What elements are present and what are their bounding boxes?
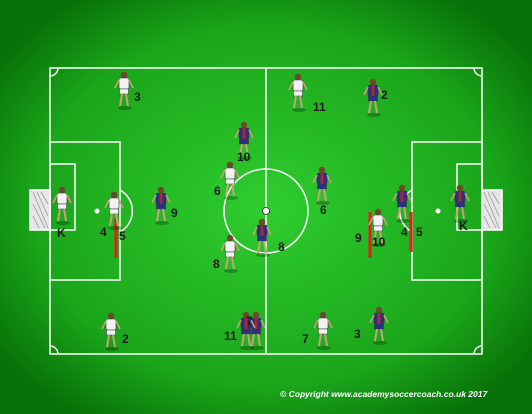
corner-arc-bottom-right (473, 345, 483, 355)
player-white-icon (101, 312, 121, 351)
corner-arc-top-right (473, 67, 483, 77)
player-number-label: 4 (100, 225, 107, 239)
player-blue-icon (312, 166, 332, 205)
player-number-label: 8 (278, 240, 285, 254)
player-number-label: 3 (354, 327, 361, 341)
player-number-label: 11 (224, 329, 237, 343)
player-white-icon (288, 73, 308, 112)
player-blue-icon (450, 184, 470, 223)
player-number-label: 9 (355, 231, 362, 245)
player-number-label: 7 (246, 314, 253, 328)
player-number-label: K (57, 226, 66, 240)
player-number-label: 2 (381, 88, 388, 102)
right-penalty-spot (435, 208, 441, 214)
player-number-label: 2 (122, 332, 129, 346)
player-blue-icon (151, 186, 171, 225)
player-number-label: 3 (134, 90, 141, 104)
player-blue-icon (369, 306, 389, 345)
player-blue-icon (392, 184, 412, 223)
player-white-icon (114, 71, 134, 110)
left-penalty-arc (119, 189, 134, 233)
goal-icon (481, 189, 503, 231)
player-number-label: 10 (237, 150, 251, 164)
player-blue-icon (252, 218, 272, 257)
player-number-label: 10 (372, 235, 386, 249)
player-number-label: 11 (313, 100, 326, 114)
corner-arc-top-left (49, 67, 59, 77)
player-white-icon (220, 234, 240, 273)
goal-icon (29, 189, 51, 231)
corner-arc-bottom-left (49, 345, 59, 355)
player-number-label: K (459, 219, 468, 233)
player-white-icon (368, 208, 388, 247)
player-number-label: 8 (213, 257, 220, 271)
player-white-icon (104, 191, 124, 230)
player-number-label: 6 (214, 184, 221, 198)
player-number-label: 5 (416, 225, 423, 239)
player-number-label: 5 (119, 229, 126, 243)
player-white-icon (52, 186, 72, 225)
copyright-text: © Copyright www.academysoccercoach.co.uk… (280, 389, 488, 399)
left-penalty-spot (94, 208, 100, 214)
ball-icon (262, 207, 270, 215)
player-blue-icon (236, 311, 256, 350)
player-blue-icon (234, 121, 254, 160)
player-number-label: 4 (401, 225, 408, 239)
player-number-label: 9 (171, 206, 178, 220)
player-number-label: 6 (320, 203, 327, 217)
player-number-label: 7 (302, 332, 309, 346)
player-white-icon (220, 161, 240, 200)
player-blue-icon (363, 78, 383, 117)
player-white-icon (313, 311, 333, 350)
